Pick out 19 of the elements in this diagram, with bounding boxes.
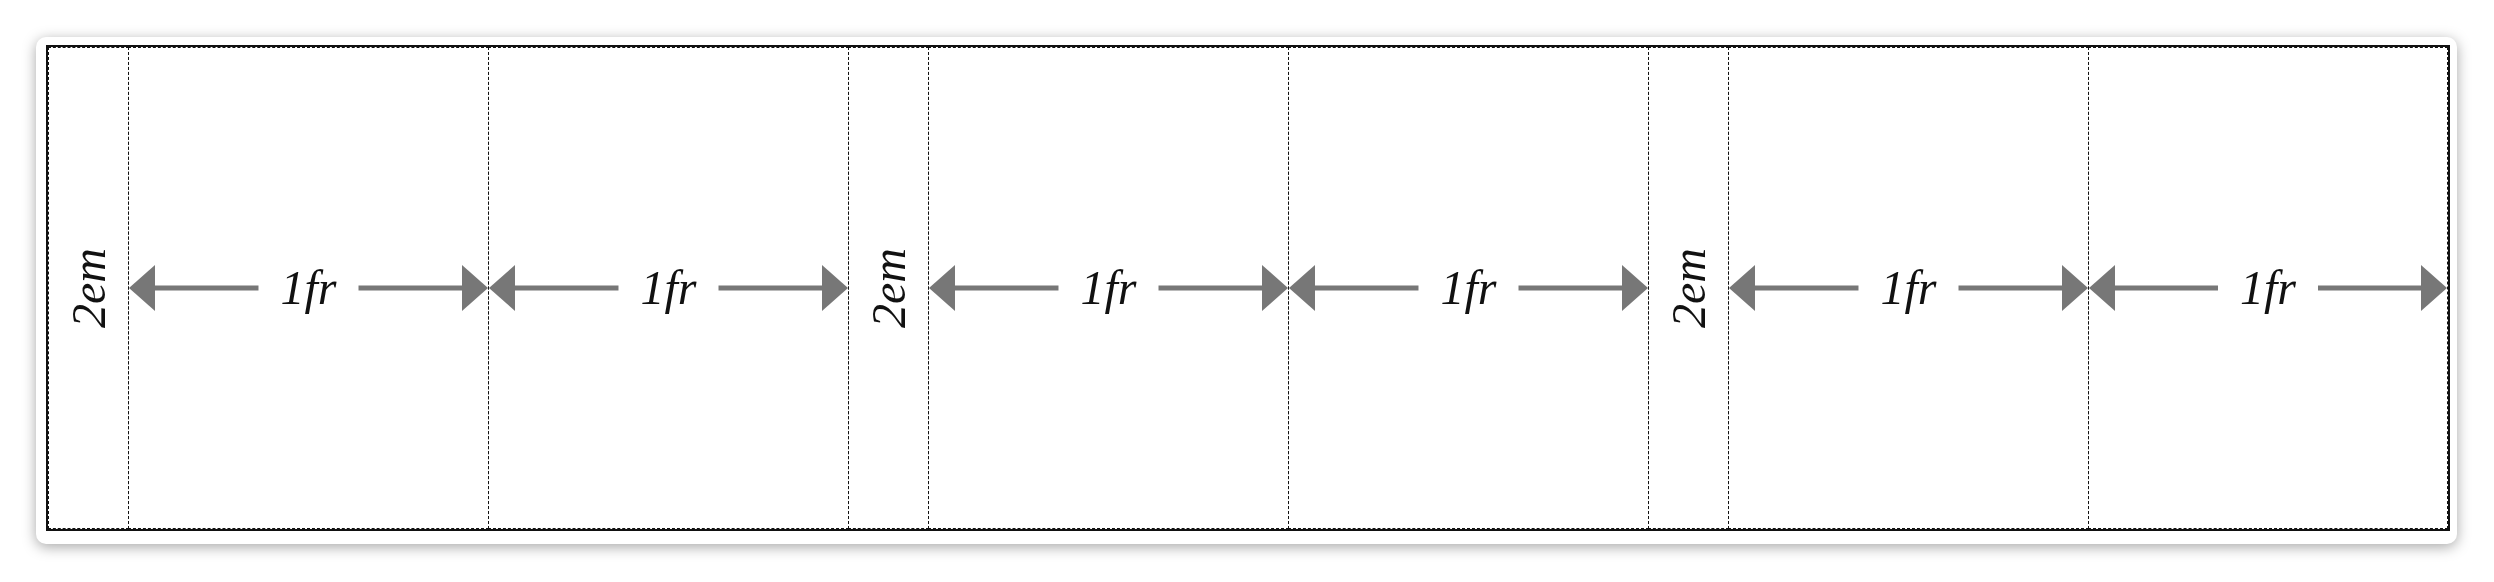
grid-track: [848, 47, 929, 529]
grid-track: [488, 47, 849, 529]
grid-track: [2088, 47, 2448, 529]
track-size-label: 2em: [64, 248, 113, 328]
track-size-label: 2em: [864, 248, 913, 328]
track-size-label: 2em: [1664, 248, 1713, 328]
grid-track: [1648, 47, 1729, 529]
track-size-label: 1fr: [2240, 264, 2296, 312]
grid-track: [48, 47, 129, 529]
grid-track: [128, 47, 489, 529]
track-size-label: 1fr: [1440, 264, 1497, 312]
grid-track: [1728, 47, 2089, 529]
track-size-label: 1fr: [640, 264, 697, 312]
grid-track: [1288, 47, 1649, 529]
grid-track: [928, 47, 1289, 529]
track-size-label: 1fr: [280, 264, 337, 312]
track-size-label: 1fr: [1080, 264, 1137, 312]
track-size-label: 1fr: [1880, 264, 1937, 312]
grid-container: [46, 45, 2450, 531]
